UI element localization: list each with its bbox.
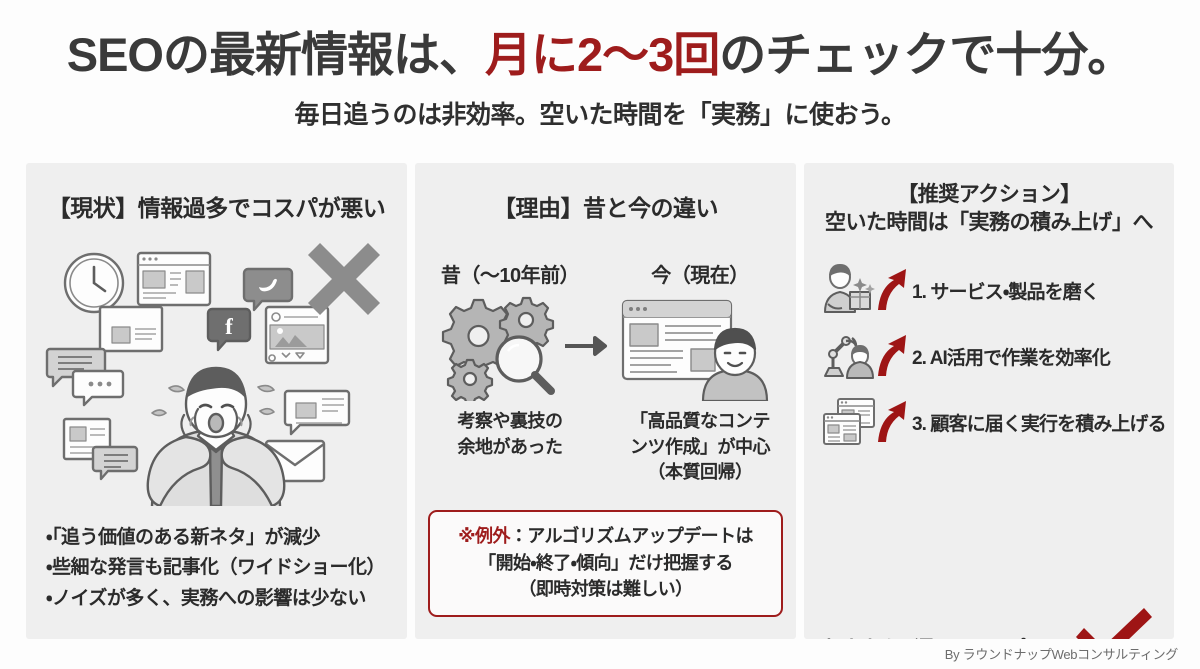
note-line-1: ※例外：アルゴリズムアップデートは xyxy=(438,523,773,550)
era-caption-past: 考察や裏技の 余地があった xyxy=(415,409,605,486)
steps-title: おすすめの運用ステップ xyxy=(822,633,1026,639)
era-caption-now: 「高品質なコンテ ンツ作成」が中心 （本質回帰） xyxy=(605,409,795,486)
era-captions: 考察や裏技の 余地があった 「高品質なコンテ ンツ作成」が中心 （本質回帰） xyxy=(415,409,796,486)
caption-line: 考察や裏技の xyxy=(457,411,564,431)
panel-right-heading-line1: 【推奨アクション】 xyxy=(897,183,1081,206)
action-list: 1. サービス・製品を磨く xyxy=(820,259,1167,457)
panel-left-heading: 【現状】情報過多でコスパが悪い xyxy=(47,195,386,221)
caption-line: 余地があった xyxy=(457,436,564,457)
page-title-post: のチェックで十分。 xyxy=(719,28,1134,81)
panel-middle-heading: 【理由】昔と今の違い xyxy=(493,195,719,221)
exception-note-box: ※例外：アルゴリズムアップデートは 「開始・終了・傾向」だけ把握する （即時対策… xyxy=(428,510,783,617)
action-item-3: 3. 顧客に届く実行を積み上げる xyxy=(820,391,1167,453)
action-item-1-label: 1. サービス・製品を磨く xyxy=(912,281,1100,303)
red-arrow-up-icon xyxy=(878,401,906,442)
panel-reason: 【理由】昔と今の違い 昔（～10年前） 今（現在） xyxy=(415,163,796,639)
action-item-2-label: 2. AI活用で作業を効率化 xyxy=(912,347,1111,369)
action-item-2: 2. AI活用で作業を効率化 xyxy=(820,325,1164,387)
bullet-item: ・些細な発言も記事化（ワイドショー化） xyxy=(46,557,385,579)
page-title: SEOの最新情報は、月に2～3回のチェックで十分。 xyxy=(0,30,1200,79)
transition-arrow xyxy=(565,336,607,356)
note-marker: ※ xyxy=(458,526,476,547)
panel-row: 【現状】情報過多でコスパが悪い xyxy=(26,163,1174,639)
red-check-mark-icon xyxy=(1076,608,1152,639)
person-with-box-sparkle-icon xyxy=(824,264,875,313)
note-label: 例外 xyxy=(475,526,510,547)
gears-to-content-illustration xyxy=(441,296,769,401)
header: SEOの最新情報は、月に2～3回のチェックで十分。 毎日追うのは非効率。空いた時… xyxy=(0,0,1200,131)
era-label-past-wrap: 昔（～10年前） xyxy=(415,259,605,288)
caption-line: （本質回帰） xyxy=(647,462,754,483)
era-label-past: 昔（～10年前） xyxy=(440,265,580,287)
panel-left-bullets: ・「追う価値のある新ネタ」が減少 ・些細な発言も記事化（ワイドショー化） ・ノイ… xyxy=(46,523,393,615)
page-subtitle: 毎日追うのは非効率。空いた時間を「実務」に使おう。 xyxy=(294,101,906,130)
red-arrow-up-icon xyxy=(878,269,906,310)
note-line-3: （即時対策は難しい） xyxy=(518,579,694,600)
credit-line: By ラウンドナップWebコンサルティング xyxy=(944,647,1179,662)
stressed-man-illustration: f xyxy=(45,242,381,506)
stacked-browser-windows-icon xyxy=(823,398,875,445)
panel-right-heading-line2: 空いた時間は「実務の積み上げ」へ xyxy=(825,211,1154,235)
action-item-3-label: 3. 顧客に届く実行を積み上げる xyxy=(912,413,1167,435)
bullet-item: ・「追う価値のある新ネタ」が減少 xyxy=(46,526,320,548)
note-line-2: 「開始・終了・傾向」だけ把握する xyxy=(478,552,733,573)
red-arrow-up-icon xyxy=(878,335,906,376)
era-label-now-wrap: 今（現在） xyxy=(605,259,795,288)
panel-current-situation: 【現状】情報過多でコスパが悪い xyxy=(26,163,407,639)
panel-right-heading: 【推奨アクション】 空いた時間は「実務の積み上げ」へ xyxy=(804,163,1174,238)
panel-recommended-action: 【推奨アクション】 空いた時間は「実務の積み上げ」へ xyxy=(804,163,1174,639)
action-item-1: 1. サービス・製品を磨く xyxy=(820,259,1164,321)
note-line-1-rest: ：アルゴリズムアップデートは xyxy=(509,526,754,547)
gray-x-mark xyxy=(307,242,381,316)
page-title-pre: SEOの最新情報は、 xyxy=(66,28,486,81)
page-title-accent: 月に2～3回 xyxy=(484,28,720,81)
bullet-item: ・ノイズが多く、実務への影響は少ない xyxy=(46,588,366,610)
era-labels: 昔（～10年前） 今（現在） xyxy=(415,259,796,288)
era-label-now: 今（現在） xyxy=(651,265,749,287)
robot-arm-person-icon xyxy=(824,336,874,379)
svg-text:f: f xyxy=(225,314,233,339)
caption-line: ンツ作成」が中心 xyxy=(630,436,771,457)
caption-line: 「高品質なコンテ xyxy=(630,411,771,431)
